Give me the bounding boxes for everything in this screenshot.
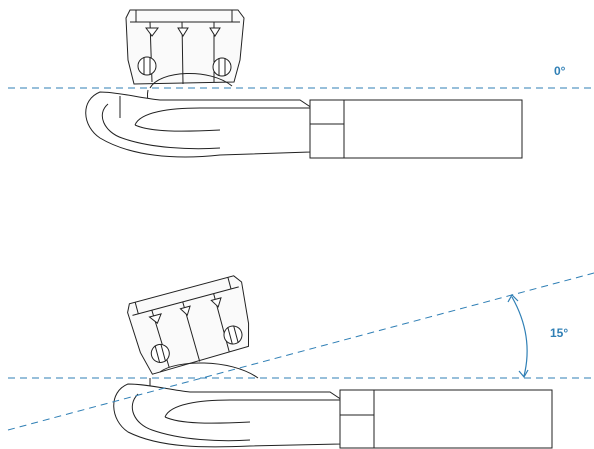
bottom-screw-right xyxy=(223,325,243,345)
bottom-arm xyxy=(113,383,553,449)
top-screw-right xyxy=(212,57,232,77)
top-screw-left xyxy=(137,56,157,76)
bottom-screw-left xyxy=(150,343,170,364)
bottom-angle-label: 15° xyxy=(550,326,568,340)
arc-arrow-bottom xyxy=(518,369,529,379)
bottom-angled-reference-line xyxy=(7,272,594,431)
top-arm xyxy=(85,91,523,159)
top-angle-label: 0° xyxy=(554,64,566,78)
angle-arc xyxy=(507,294,529,379)
bottom-clamp-block xyxy=(127,275,250,375)
bottom-assembly xyxy=(113,275,553,449)
top-assembly xyxy=(85,9,523,159)
arc-arrow-top xyxy=(507,294,519,303)
